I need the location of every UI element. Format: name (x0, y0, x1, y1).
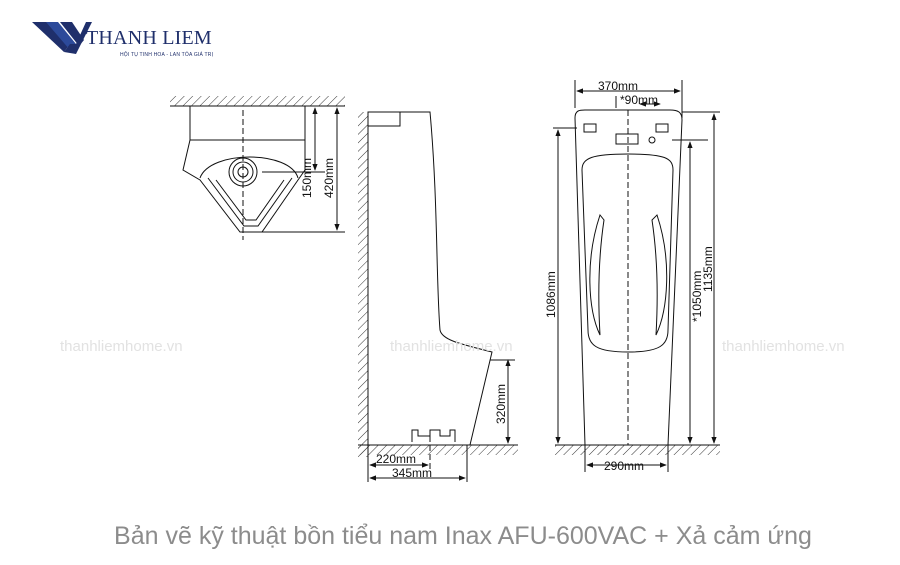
watermark-left: thanhliemhome.vn (60, 338, 183, 355)
dim-370mm: 370mm (598, 79, 638, 93)
dim-220mm: 220mm (376, 452, 416, 466)
dim-1135mm: 1135mm (701, 246, 715, 292)
watermark-center: thanhliemhome.vn (390, 338, 513, 355)
dim-1086mm: 1086mm (544, 271, 558, 318)
brand-tagline: HỘI TỤ TINH HOA - LAN TỎA GIÁ TRỊ (120, 52, 214, 58)
caption: Bản vẽ kỹ thuật bồn tiểu nam Inax AFU-60… (114, 522, 812, 550)
dim-320mm: 320mm (494, 384, 508, 424)
front-view (553, 80, 720, 472)
dim-420mm: 420mm (322, 158, 336, 198)
watermark-right: thanhliemhome.vn (722, 338, 845, 355)
dim-1050mm: *1050mm (690, 271, 704, 322)
side-view (358, 111, 518, 482)
dim-150mm: 150mm (300, 158, 314, 198)
dim-90mm: *90mm (620, 93, 658, 107)
dim-345mm: 345mm (392, 466, 432, 480)
dim-290mm: 290mm (604, 459, 644, 473)
top-view (170, 96, 345, 240)
brand-name: THANH LIEM (86, 27, 212, 49)
brand-logo-icon (32, 22, 92, 54)
